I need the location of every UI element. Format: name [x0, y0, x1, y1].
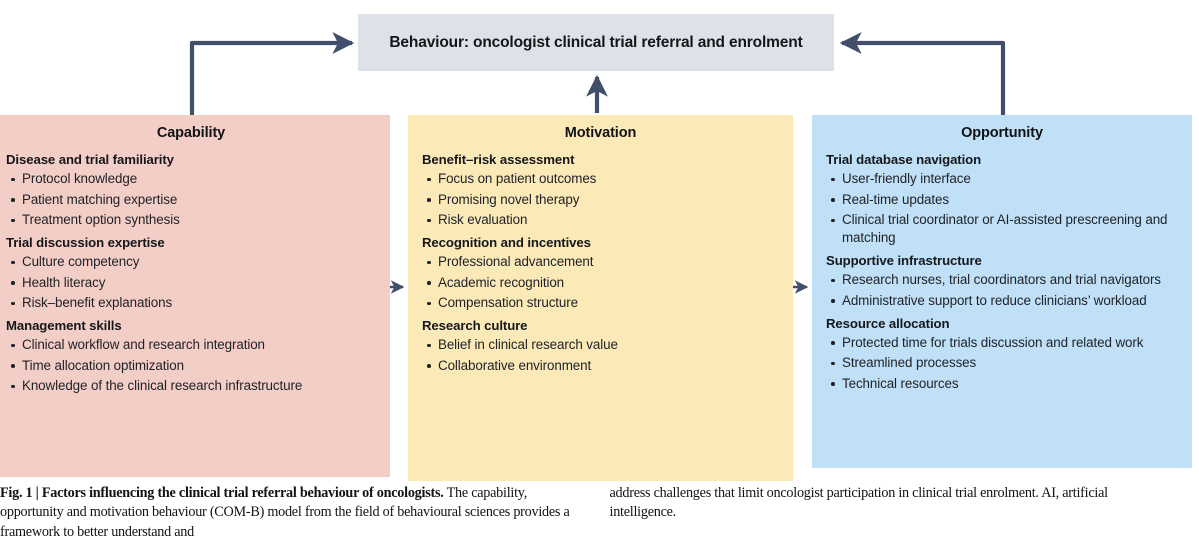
caption-column-left: Fig. 1 | Factors influencing the clinica… [0, 484, 600, 551]
group-heading: Research culture [422, 318, 528, 333]
group-item-list: Protected time for trials discussion and… [826, 334, 1178, 393]
caption-column-right: address challenges that limit oncologist… [600, 484, 1199, 551]
group-item-list: Culture competency Health literacy Risk–… [6, 253, 376, 312]
list-item: Technical resources [826, 375, 1178, 393]
list-item: Promising novel therapy [422, 191, 779, 209]
list-item: Clinical workflow and research integrati… [6, 336, 376, 354]
list-item: Compensation structure [422, 294, 779, 312]
group-heading: Management skills [6, 318, 122, 333]
list-item: Academic recognition [422, 274, 779, 292]
behaviour-banner: Behaviour: oncologist clinical trial ref… [358, 14, 834, 71]
group-heading: Resource allocation [826, 315, 950, 331]
behaviour-title: Behaviour: oncologist clinical trial ref… [389, 33, 803, 51]
pillar-opportunity: Opportunity Trial database navigation Us… [812, 115, 1192, 468]
group-heading: Trial discussion expertise [6, 235, 165, 250]
group-benefit-risk-assessment: Benefit–risk assessment Focus on patient… [422, 152, 779, 229]
list-item: Risk–benefit explanations [6, 294, 376, 312]
list-item: Focus on patient outcomes [422, 170, 779, 188]
group-management-skills: Management skills Clinical workflow and … [6, 318, 376, 395]
figure-caption: Fig. 1 | Factors influencing the clinica… [0, 484, 1199, 551]
pillar-title-opportunity: Opportunity [961, 125, 1043, 141]
caption-text-right: address challenges that limit oncologist… [610, 484, 1178, 523]
list-item: Real-time updates [826, 191, 1178, 209]
group-item-list: Research nurses, trial coordinators and … [826, 271, 1178, 310]
list-item: Health literacy [6, 274, 376, 292]
group-heading: Trial database navigation [826, 152, 982, 167]
list-item: Protocol knowledge [6, 170, 376, 188]
list-item: Clinical trial coordinator or AI-assiste… [826, 211, 1178, 247]
list-item: Belief in clinical research value [422, 336, 779, 354]
list-item: Collaborative environment [422, 357, 779, 375]
list-item: User-friendly interface [826, 170, 1178, 188]
group-trial-discussion-expertise: Trial discussion expertise Culture compe… [6, 235, 376, 312]
group-heading: Recognition and incentives [422, 235, 591, 250]
list-item: Knowledge of the clinical research infra… [6, 377, 376, 395]
caption-figure-label: Fig. 1 | [0, 485, 42, 501]
list-item: Administrative support to reduce clinici… [826, 292, 1178, 310]
pillar-capability: Capability Disease and trial familiarity… [0, 115, 390, 477]
group-item-list: Clinical workflow and research integrati… [6, 336, 376, 395]
list-item: Patient matching expertise [6, 191, 376, 209]
list-item: Research nurses, trial coordinators and … [826, 271, 1178, 289]
pillar-title-capability: Capability [156, 125, 226, 141]
list-item: Time allocation optimization [6, 357, 376, 375]
group-research-culture: Research culture Belief in clinical rese… [422, 318, 779, 375]
group-heading: Benefit–risk assessment [422, 152, 575, 167]
arrow-capability-to-behaviour [189, 32, 355, 116]
caption-lead-sentence: Factors influencing the clinical trial r… [41, 485, 444, 501]
group-resource-allocation: Resource allocation Protected time for t… [826, 316, 1178, 393]
list-item: Protected time for trials discussion and… [826, 334, 1178, 352]
group-trial-database-navigation: Trial database navigation User-friendly … [826, 152, 1178, 247]
group-item-list: User-friendly interface Real-time update… [826, 170, 1178, 247]
list-item: Streamlined processes [826, 354, 1178, 372]
pillar-motivation: Motivation Benefit–risk assessment Focus… [408, 115, 793, 481]
list-item: Treatment option synthesis [6, 211, 376, 229]
group-supportive-infrastructure: Supportive infrastructure Research nurse… [826, 253, 1178, 310]
group-recognition-and-incentives: Recognition and incentives Professional … [422, 235, 779, 312]
group-heading: Disease and trial familiarity [6, 152, 174, 167]
caption-body-left: The capability, opportunity and motivati… [0, 485, 570, 540]
group-item-list: Belief in clinical research value Collab… [422, 336, 779, 375]
list-item: Risk evaluation [422, 211, 779, 229]
list-item: Culture competency [6, 253, 376, 271]
pillar-title-motivation: Motivation [564, 125, 637, 141]
caption-body-right: address challenges that limit oncologist… [609, 485, 1109, 521]
group-item-list: Protocol knowledge Patient matching expe… [6, 170, 376, 229]
group-disease-and-trial-familiarity: Disease and trial familiarity Protocol k… [6, 152, 376, 229]
list-item: Professional advancement [422, 253, 779, 271]
group-item-list: Professional advancement Academic recogn… [422, 253, 779, 312]
caption-text-left: Fig. 1 | Factors influencing the clinica… [0, 484, 578, 542]
group-heading: Supportive infrastructure [826, 253, 982, 268]
arrow-opportunity-to-behaviour [839, 32, 1006, 116]
group-item-list: Focus on patient outcomes Promising nove… [422, 170, 779, 229]
